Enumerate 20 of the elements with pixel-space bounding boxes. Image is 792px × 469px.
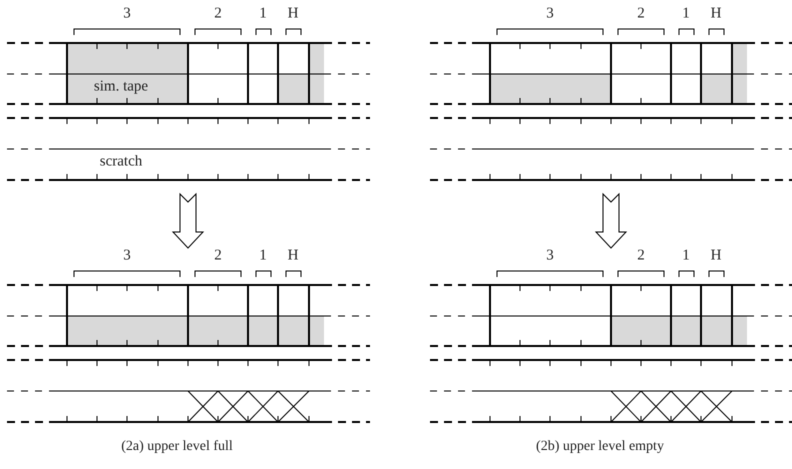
segment-label: 2	[214, 6, 222, 22]
segment-label: 3	[123, 248, 131, 264]
segment-label: 2	[637, 248, 645, 264]
segment-label: 1	[259, 6, 267, 22]
segment-label: 3	[546, 248, 554, 264]
segment-label: 2	[214, 248, 222, 264]
segment-label: 1	[682, 248, 690, 264]
track-label: sim. tape	[94, 80, 148, 94]
segment-label: 1	[682, 6, 690, 22]
segment-label: H	[288, 6, 298, 22]
segment-label: H	[710, 6, 722, 22]
segment-label: H	[710, 248, 722, 264]
segment-label: H	[288, 248, 298, 264]
segment-label: 1	[259, 248, 267, 264]
segment-label: 3	[123, 6, 131, 22]
segment-label: 3	[546, 6, 554, 22]
figure-caption: (2a) upper level full	[121, 440, 233, 454]
figure-caption: (2b) upper level empty	[536, 440, 664, 454]
segment-label: 2	[637, 6, 645, 22]
track-label: scratch	[100, 154, 142, 170]
